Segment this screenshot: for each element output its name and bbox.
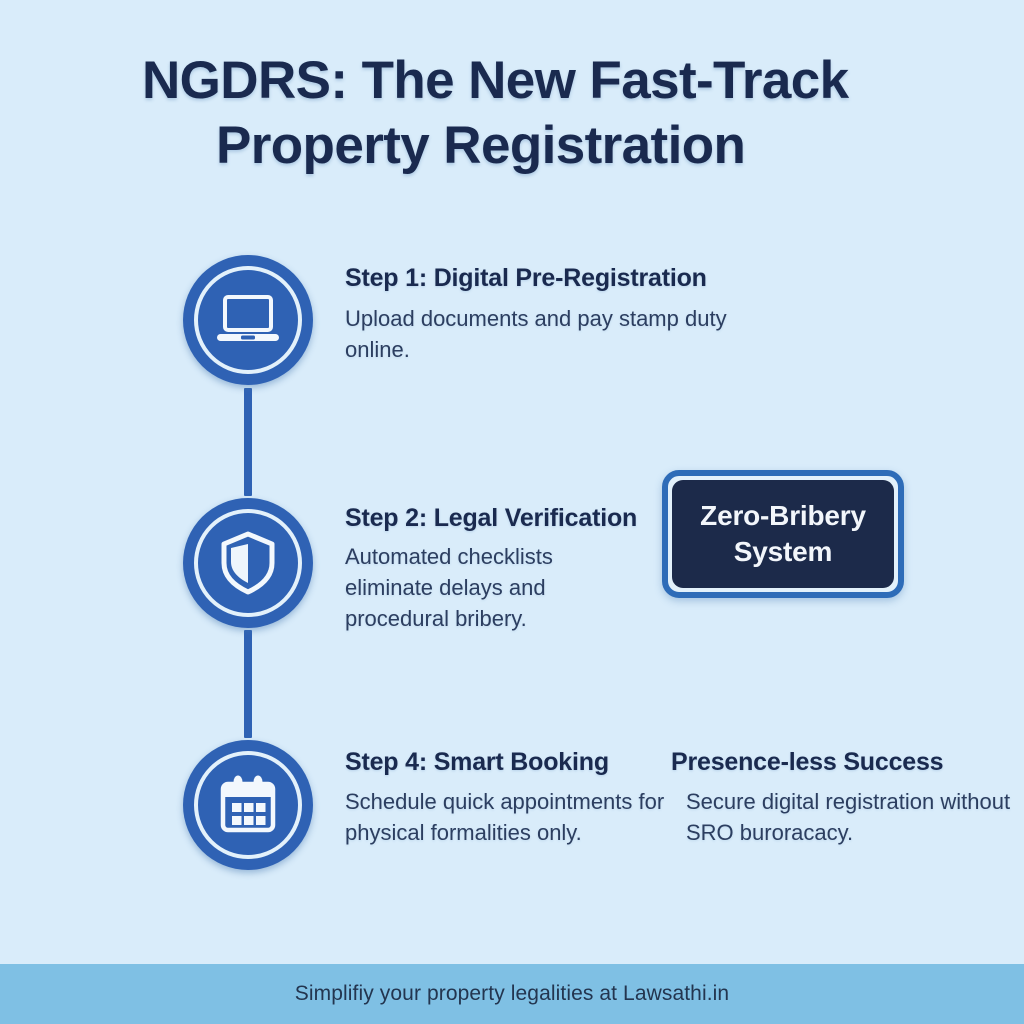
laptop-icon (183, 255, 313, 385)
footer-band: Simplifiy your property legalities at La… (0, 964, 1024, 1024)
page-title-line-1: NGDRS: The New Fast-Track (142, 51, 849, 110)
step-4-body: Schedule quick appointments for physical… (345, 789, 665, 846)
zero-bribery-badge-panel: Zero-Bribery System (672, 480, 894, 588)
step-2-heading: Step 2: Legal Verification (345, 504, 638, 532)
timeline-node-step-2 (183, 498, 313, 628)
timeline-connector-1 (244, 388, 252, 496)
timeline-node-step-1 (183, 255, 313, 385)
shield-icon (183, 498, 313, 628)
zero-bribery-badge-line-2: System (733, 536, 833, 567)
timeline-rail (183, 255, 313, 870)
step-4-heading: Step 4: Smart Booking (345, 748, 609, 776)
step-2-body: Automated checklists eliminate delays an… (345, 544, 553, 632)
timeline-connector-2 (244, 630, 252, 738)
page-title: NGDRS: The New Fast-Track Property Regis… (142, 48, 932, 178)
calendar-icon (183, 740, 313, 870)
timeline-node-step-4 (183, 740, 313, 870)
zero-bribery-badge: Zero-Bribery System (662, 470, 904, 598)
footer-text: Simplifiy your property legalities at La… (294, 982, 730, 1005)
presence-less-success-heading: Presence-less Success (671, 748, 944, 776)
page-title-line-2: Property Registration (216, 116, 746, 176)
step-1-heading: Step 1: Digital Pre-Registration (345, 264, 707, 292)
zero-bribery-badge-line-1: Zero-Bribery (700, 500, 866, 532)
zero-bribery-badge-label: Zero-Bribery System (700, 498, 866, 570)
step-1-body: Upload documents and pay stamp duty onli… (345, 306, 727, 363)
presence-less-success-body: Secure digital registration without SRO … (686, 789, 1011, 846)
